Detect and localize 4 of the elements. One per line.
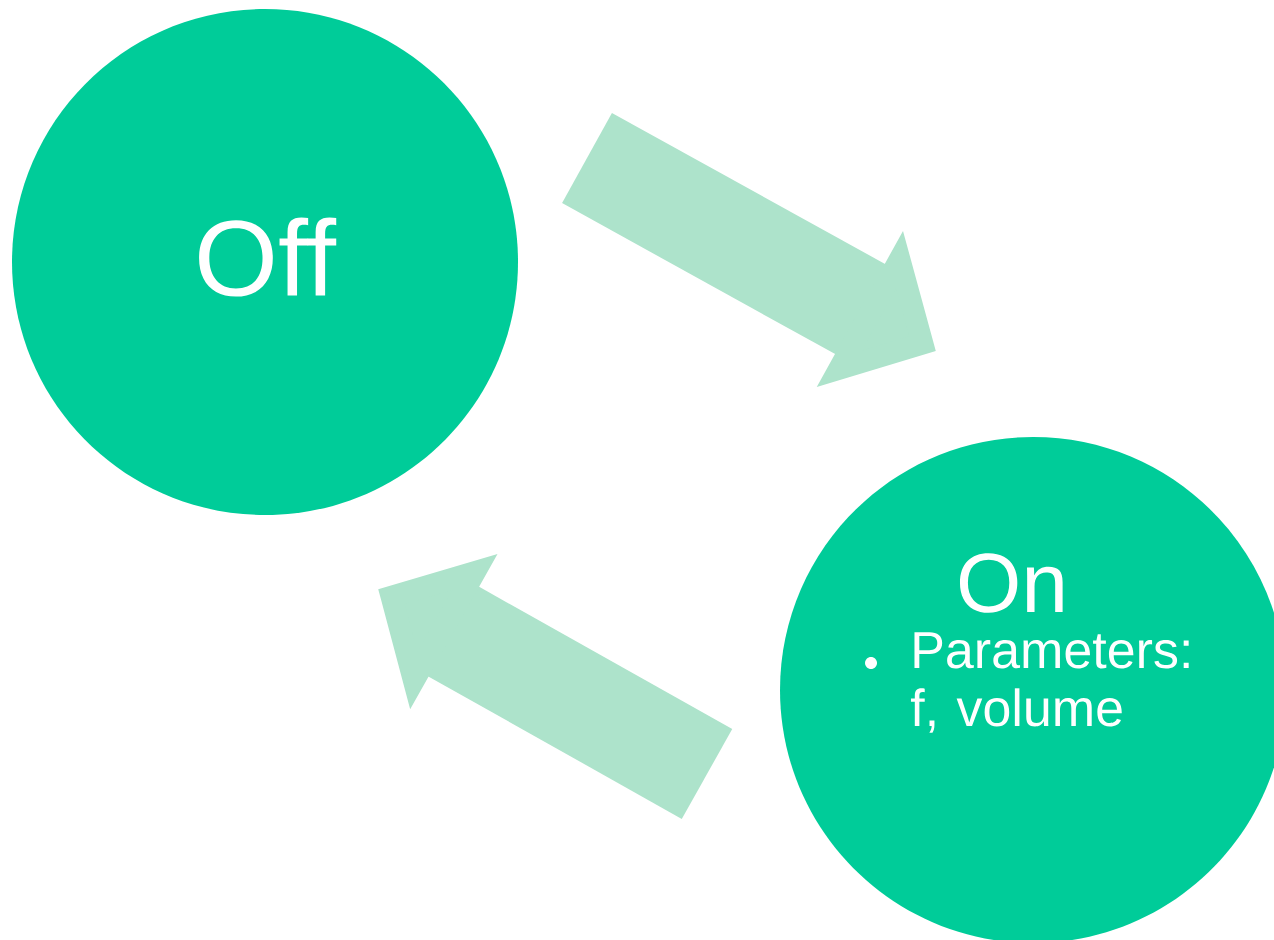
state-circle bbox=[12, 9, 518, 515]
state-label: On bbox=[959, 553, 1063, 613]
bullet-text: Parameters: f, volume bbox=[910, 632, 1189, 733]
state-label: Off bbox=[199, 217, 337, 297]
